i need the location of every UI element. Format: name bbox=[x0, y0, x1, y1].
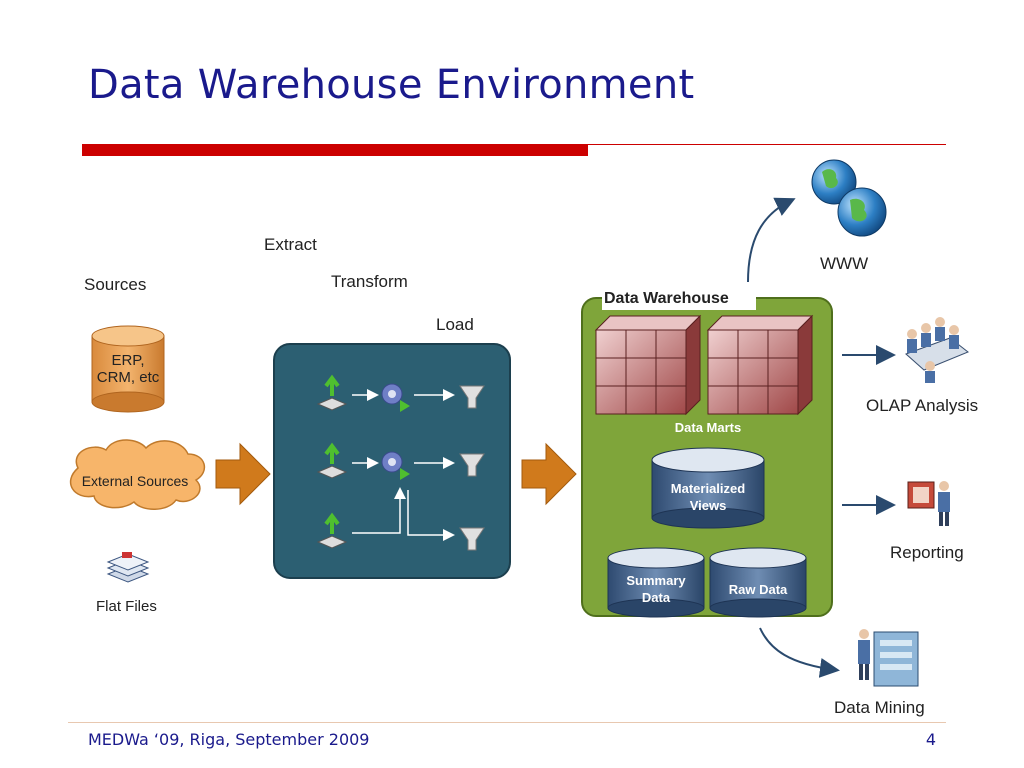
data-warehouse-heading: Data Warehouse bbox=[604, 290, 729, 307]
www-label: WWW bbox=[820, 254, 869, 273]
data-mart-cube-icon bbox=[706, 314, 814, 416]
globe-icon bbox=[811, 159, 887, 237]
raw-data-label: Raw Data bbox=[728, 582, 788, 597]
title-underline-bar bbox=[82, 144, 588, 156]
raw-data-db-icon bbox=[709, 547, 807, 618]
sources-heading: Sources bbox=[84, 275, 147, 294]
summary-data-db-icon bbox=[607, 547, 705, 618]
arrow-to-www bbox=[747, 197, 796, 283]
title-underline-line bbox=[588, 144, 946, 145]
erp-label-line1: ERP, bbox=[111, 352, 145, 369]
materialized-views-label: Materialized Views bbox=[652, 480, 764, 514]
materialized-label-line1: Materialized bbox=[670, 481, 746, 496]
erp-label: ERP, CRM, etc bbox=[92, 352, 164, 386]
materialized-views-db-icon bbox=[651, 447, 765, 529]
cloud-icon bbox=[70, 439, 206, 510]
warehouse-heading-bg bbox=[602, 288, 756, 310]
page-number: 4 bbox=[925, 730, 936, 749]
flat-files-icon bbox=[106, 552, 150, 583]
data-mining-label: Data Mining bbox=[834, 698, 925, 717]
olap-analysis-label: OLAP Analysis bbox=[866, 396, 979, 415]
data-marts-label: Data Marts bbox=[674, 420, 742, 435]
arrow-to-mining bbox=[759, 627, 840, 678]
olap-meeting-icon bbox=[905, 317, 969, 383]
footer-text: MEDWa ‘09, Riga, September 2009 bbox=[88, 730, 370, 749]
summary-data-label: Summary Data bbox=[608, 572, 704, 606]
erp-label-line2: CRM, etc bbox=[96, 369, 160, 386]
data-mart-cube-icon bbox=[594, 314, 702, 416]
reporting-label: Reporting bbox=[890, 543, 964, 562]
slide-title: Data Warehouse Environment bbox=[88, 62, 695, 108]
extract-label: Extract bbox=[264, 235, 317, 254]
transform-label: Transform bbox=[331, 272, 408, 291]
materialized-label-line2: Views bbox=[689, 498, 727, 513]
flow-arrow-etl bbox=[521, 442, 577, 506]
external-sources-label: External Sources bbox=[81, 473, 189, 489]
etl-flow-icons bbox=[316, 374, 485, 551]
flat-files-label: Flat Files bbox=[96, 598, 157, 615]
reporting-presenter-icon bbox=[907, 481, 950, 526]
flow-arrow-sources bbox=[215, 442, 271, 506]
summary-label-line2: Data bbox=[641, 590, 671, 605]
footer-divider bbox=[68, 722, 946, 723]
erp-database-icon bbox=[91, 325, 165, 413]
data-mining-server-icon bbox=[858, 629, 919, 687]
load-label: Load bbox=[436, 315, 474, 334]
summary-label-line1: Summary bbox=[626, 573, 686, 588]
